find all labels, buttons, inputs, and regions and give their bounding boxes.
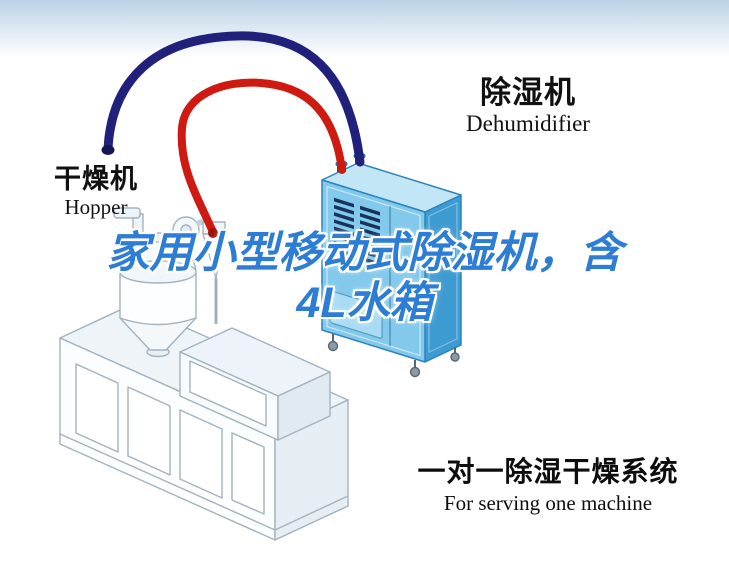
cabinet-right — [277, 371, 331, 441]
red-hose — [177, 78, 346, 236]
hopper-dryer-machine — [59, 207, 349, 541]
dehumidifier-label-en: Dehumidifier — [466, 111, 590, 136]
caster-wheels — [327, 334, 460, 378]
hopper-rim — [119, 260, 197, 284]
caption-zh: 一对一除湿干燥系统 — [417, 456, 679, 487]
headline-line2: 4L水箱 — [296, 279, 433, 327]
cabinet-panel — [189, 360, 267, 427]
dome-cap — [149, 232, 167, 243]
headline: 家用小型移动式除湿机，含 4L水箱 — [0, 228, 729, 328]
air-vent-grille — [334, 197, 380, 267]
dehumidifier-callout: 除湿机 Dehumidifier — [450, 75, 606, 137]
caption-en: For serving one machine — [443, 491, 653, 515]
dehumidifier-front-details — [326, 185, 421, 357]
hopper-cylinder — [119, 272, 197, 326]
navy-hose-end-fitting — [101, 145, 115, 155]
dehumidifier-side-details — [428, 202, 458, 353]
water-tank — [329, 290, 383, 339]
red-hose-end-fitting — [208, 228, 218, 238]
machine-skirt-line — [59, 433, 349, 531]
hopper-callout: 干燥机 Hopper — [46, 163, 146, 219]
headline-line1: 家用小型移动式除湿机，含 — [106, 229, 623, 277]
machine-panel — [127, 386, 171, 476]
machine-panel — [231, 432, 265, 515]
blower-hub — [180, 224, 192, 236]
hopper-label-en: Hopper — [64, 195, 128, 219]
dehumidifier-unit — [321, 152, 462, 378]
machine-panel — [179, 409, 223, 499]
navy-hose — [103, 31, 365, 167]
sky-gradient — [0, 0, 729, 58]
machine-panel — [75, 363, 119, 453]
return-pipe-elbow — [113, 207, 141, 219]
dehumidifier-label-zh: 除湿机 — [480, 75, 576, 110]
hopper-label-zh: 干燥机 — [54, 164, 138, 194]
bottom-caption: 一对一除湿干燥系统 For serving one machine — [400, 454, 696, 516]
